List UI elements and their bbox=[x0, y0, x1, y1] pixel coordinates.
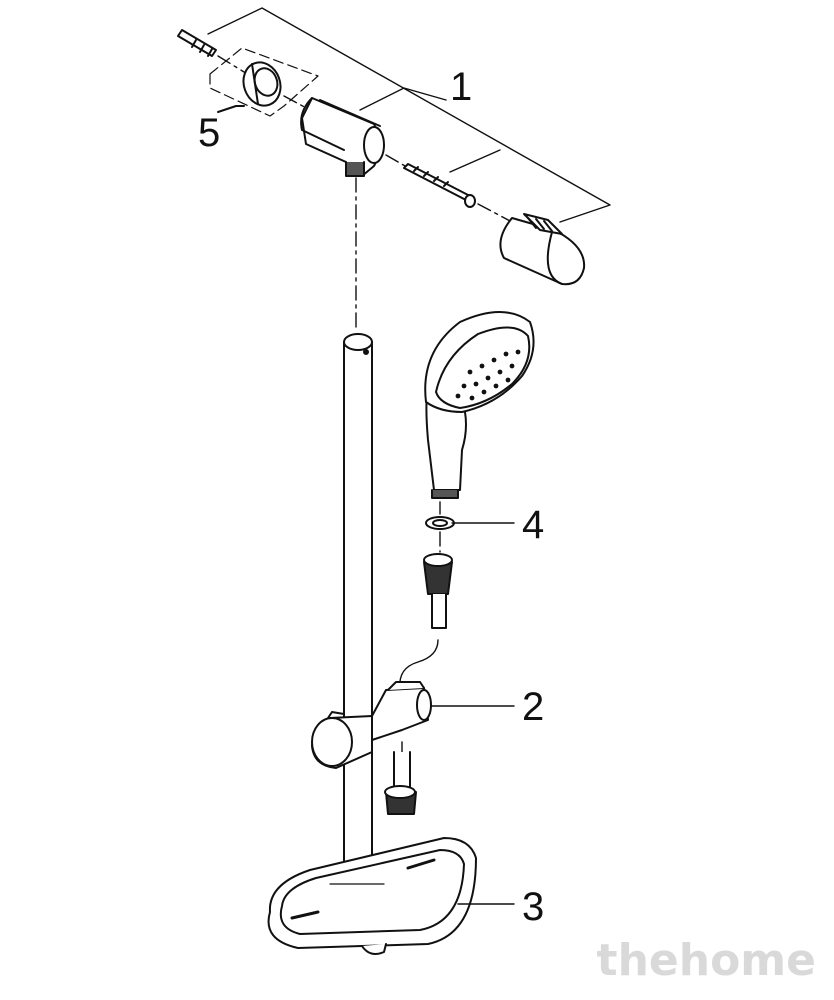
assembly-axis-lines bbox=[217, 55, 513, 553]
hand-shower bbox=[424, 311, 535, 499]
callout-3: 3 bbox=[522, 885, 544, 929]
part-4-washer bbox=[425, 516, 455, 530]
part-1-leader-bracket bbox=[207, 7, 611, 223]
part-3-soap-dish bbox=[267, 837, 477, 955]
callout-5: 5 bbox=[198, 111, 220, 155]
callout-4: 4 bbox=[522, 503, 544, 547]
part-5-adapter bbox=[209, 47, 319, 117]
callout-leaders bbox=[431, 522, 515, 905]
wall-bracket bbox=[300, 97, 385, 177]
riser-rail bbox=[343, 333, 373, 897]
callout-1: 1 bbox=[450, 65, 472, 109]
wall-plug bbox=[177, 29, 217, 57]
hose-top-nut bbox=[423, 553, 453, 629]
part-2-slider bbox=[311, 681, 432, 769]
long-screw bbox=[403, 163, 476, 208]
callout-2: 2 bbox=[522, 685, 544, 729]
hose-bottom-nut bbox=[384, 751, 417, 815]
cover-cap bbox=[499, 213, 586, 286]
watermark-text: thehome bbox=[596, 935, 816, 986]
